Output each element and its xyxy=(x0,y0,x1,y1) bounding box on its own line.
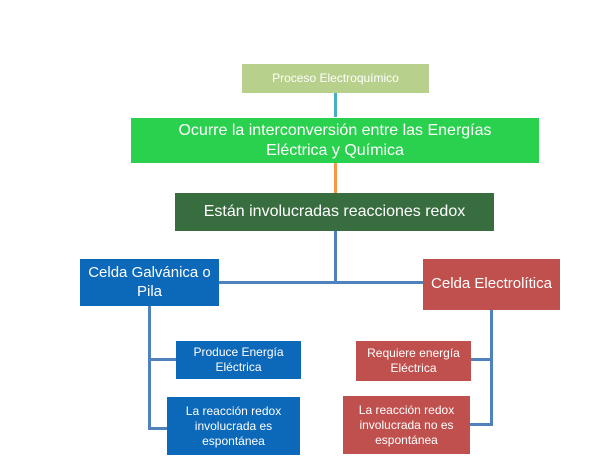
root-node: Proceso Electroquímico xyxy=(242,64,429,93)
electrolytic-item-label: Requiere energía Eléctrica xyxy=(367,346,460,375)
galvanic-item-produces-energy: Produce Energía Eléctrica xyxy=(176,341,301,379)
redox-node: Están involucradas reacciones redox xyxy=(175,193,494,231)
galvanic-cell-label: Celda Galvánica o Pila xyxy=(88,263,211,300)
galvanic-item-spontaneous: La reacción redox involucrada es espontá… xyxy=(167,397,300,455)
connector-left-item2 xyxy=(148,427,176,430)
connector-root-to-level1 xyxy=(334,92,337,117)
connector-left-vertical xyxy=(148,306,151,430)
galvanic-cell-node: Celda Galvánica o Pila xyxy=(80,259,219,306)
connector-right-vertical xyxy=(490,310,493,426)
electrolytic-cell-node: Celda Electrolítica xyxy=(423,259,560,310)
connector-left-item1 xyxy=(148,358,176,361)
electrolytic-item-label: La reacción redox involucrada no es espo… xyxy=(358,402,455,447)
electrolytic-item-not-spontaneous: La reacción redox involucrada no es espo… xyxy=(343,396,470,454)
connector-level2-trunk xyxy=(334,231,337,283)
galvanic-item-label: Produce Energía Eléctrica xyxy=(193,345,284,374)
electrolytic-item-requires-energy: Requiere energía Eléctrica xyxy=(356,341,471,381)
interconversion-node: Ocurre la interconversión entre las Ener… xyxy=(131,118,539,163)
redox-node-label: Están involucradas reacciones redox xyxy=(203,203,466,220)
electrolytic-cell-label: Celda Electrolítica xyxy=(431,275,552,293)
connector-right-item1 xyxy=(470,358,493,361)
connector-branch-horizontal xyxy=(219,281,423,284)
root-node-label: Proceso Electroquímico xyxy=(272,71,399,85)
connector-right-item2 xyxy=(470,423,493,426)
interconversion-node-label: Ocurre la interconversión entre las Ener… xyxy=(178,121,492,159)
connector-level1-to-level2 xyxy=(334,163,337,193)
galvanic-item-label: La reacción redox involucrada es espontá… xyxy=(185,403,282,448)
